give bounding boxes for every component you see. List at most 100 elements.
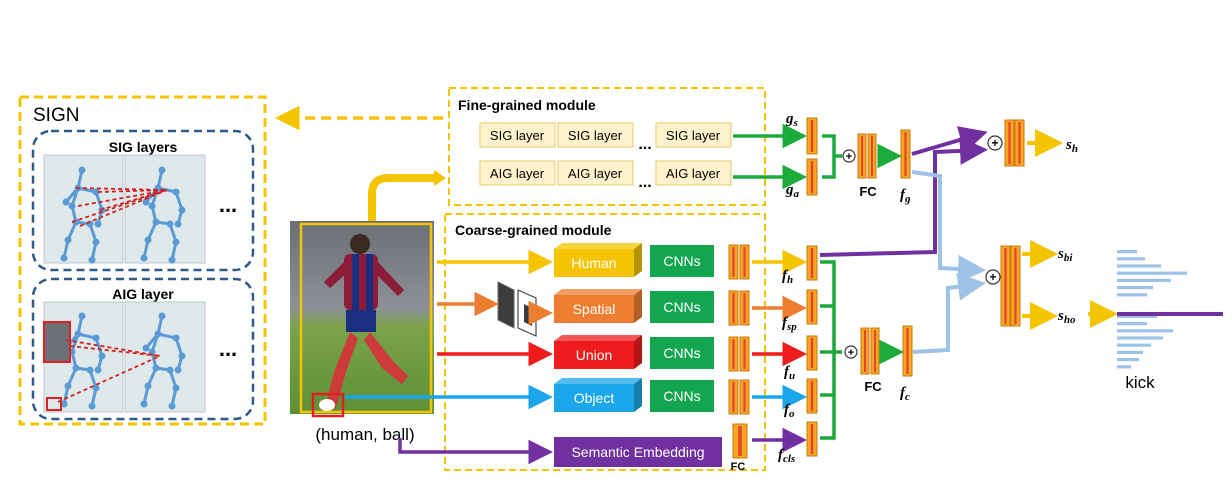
label-f-u: fu	[784, 364, 795, 382]
coarse-plus: +	[848, 347, 854, 359]
sig-box-1-label: SIG layer	[490, 128, 545, 143]
sbi-plus: +	[989, 270, 996, 284]
histogram-bar	[1117, 343, 1151, 347]
fg-bar	[900, 129, 911, 179]
feature-bar-coarse-2	[806, 335, 818, 371]
semantic-embedding: Semantic Embedding FC	[554, 437, 745, 473]
semantic-embedding-label: Semantic Embedding	[571, 444, 704, 460]
stream-box-front	[554, 384, 634, 412]
histogram-bar	[1117, 336, 1163, 340]
fine-fc-bar-1	[857, 133, 867, 179]
fine-merge-bracket	[822, 134, 842, 179]
aig-frame-2	[124, 301, 206, 413]
cnn-box	[650, 380, 714, 412]
aig-row: AIG layer AIG layer ... AIG layer	[479, 160, 732, 191]
stream-box-top	[554, 378, 642, 384]
cnn-label: CNNs	[663, 388, 700, 404]
label-g-a: ga	[785, 182, 800, 200]
histogram-bar	[1117, 286, 1153, 290]
feature-bar-coarse-3	[806, 378, 818, 414]
stream-box-top	[554, 289, 642, 295]
histogram-bar	[1117, 293, 1147, 297]
fine-plus-circle	[842, 149, 856, 163]
cnn-box	[650, 291, 714, 323]
coarse-module-border	[444, 213, 766, 471]
label-f-h: fh	[782, 268, 793, 286]
fine-module-title: Fine-grained module	[458, 97, 596, 113]
feature-bar-g-s	[806, 117, 818, 155]
stream-box-front	[554, 341, 634, 369]
aig-box-1-label: AIG layer	[490, 166, 545, 181]
stream-label: Union	[576, 347, 613, 363]
label-f-c: fc	[900, 385, 910, 403]
spatial-map-icon	[497, 281, 537, 337]
coarse-plus-circle	[844, 345, 858, 359]
sign-panel: SIGN SIG layers ... AIG layer ...	[18, 95, 267, 426]
coarse-merge-bracket	[820, 260, 842, 440]
histogram-bar	[1117, 358, 1139, 362]
feature-bars	[806, 117, 1025, 457]
cnn-label: CNNs	[663, 253, 700, 269]
label-f-cls: fcls	[778, 447, 795, 465]
sign-panel-border	[18, 95, 267, 426]
input-image: (human, ball)	[290, 221, 434, 444]
stream-label: Human	[571, 255, 616, 271]
histogram-bar	[1117, 257, 1145, 261]
cnn-label: CNNs	[663, 345, 700, 361]
histogram-bar	[1117, 329, 1173, 333]
aig-object-patch	[46, 397, 62, 411]
label-f-o: fo	[784, 402, 795, 420]
fc-bar	[902, 325, 913, 377]
fg-to-sbi-arrow	[911, 170, 986, 283]
sbi-plus-circle	[985, 269, 1001, 285]
fine-fc-label: FC	[859, 184, 877, 199]
sig-box-2	[557, 122, 634, 148]
ball	[319, 399, 335, 411]
feature-labels: gs ga fh fsp fu fo fcls fg fc sh sbi sho	[778, 111, 1078, 465]
stream-box-side	[634, 335, 642, 369]
aig-box-1	[479, 160, 556, 186]
aig-box-2	[557, 160, 634, 186]
image-to-fine-arrow	[368, 174, 436, 221]
sig-box-3-label: SIG layer	[666, 128, 721, 143]
semantic-input-arrow	[398, 438, 553, 465]
stream-box-front	[554, 295, 634, 323]
cnn-feature-bar-b	[739, 244, 750, 280]
fine-fc-bar-2	[867, 133, 877, 179]
label-s-bi: sbi	[1057, 246, 1073, 264]
cnn-feature-bar-b	[739, 379, 750, 415]
coarse-fc-label: FC	[864, 379, 882, 394]
histogram-bar	[1117, 350, 1143, 354]
cnn-feature-bar-b	[739, 336, 750, 372]
histogram-top-bar	[1117, 312, 1223, 316]
feature-bar-g-a	[806, 158, 818, 196]
stream-box-top	[554, 335, 642, 341]
sbi-sho-bar-1	[1000, 245, 1011, 327]
cnn-box	[650, 337, 714, 369]
aig-appearance-patch	[43, 321, 71, 363]
label-g-s: gs	[785, 111, 798, 129]
feature-bar-coarse-4	[806, 421, 818, 457]
sig-box-3	[655, 122, 732, 148]
stream-box-top	[554, 243, 642, 249]
sbi-sho-bar-2	[1010, 245, 1021, 327]
player-figure	[324, 234, 408, 408]
image-to-fine-arrowhead	[434, 170, 446, 186]
label-f-g: fg	[900, 187, 911, 205]
cnn-feature-bar-a	[728, 379, 739, 415]
cnn-box	[650, 245, 714, 277]
sh-plus-circle	[987, 135, 1003, 151]
feature-bar-coarse-0	[806, 245, 818, 281]
sh-plus: +	[991, 136, 998, 150]
semantic-fc-label: FC	[731, 461, 746, 473]
coarse-fc-bar-2	[870, 327, 880, 375]
aig-edges	[57, 339, 161, 403]
coarse-fc-bar-1	[860, 327, 870, 375]
semantic-fc-bar	[732, 423, 748, 459]
aig-box-3-label: AIG layer	[666, 166, 721, 181]
histogram-bar	[1117, 322, 1147, 326]
